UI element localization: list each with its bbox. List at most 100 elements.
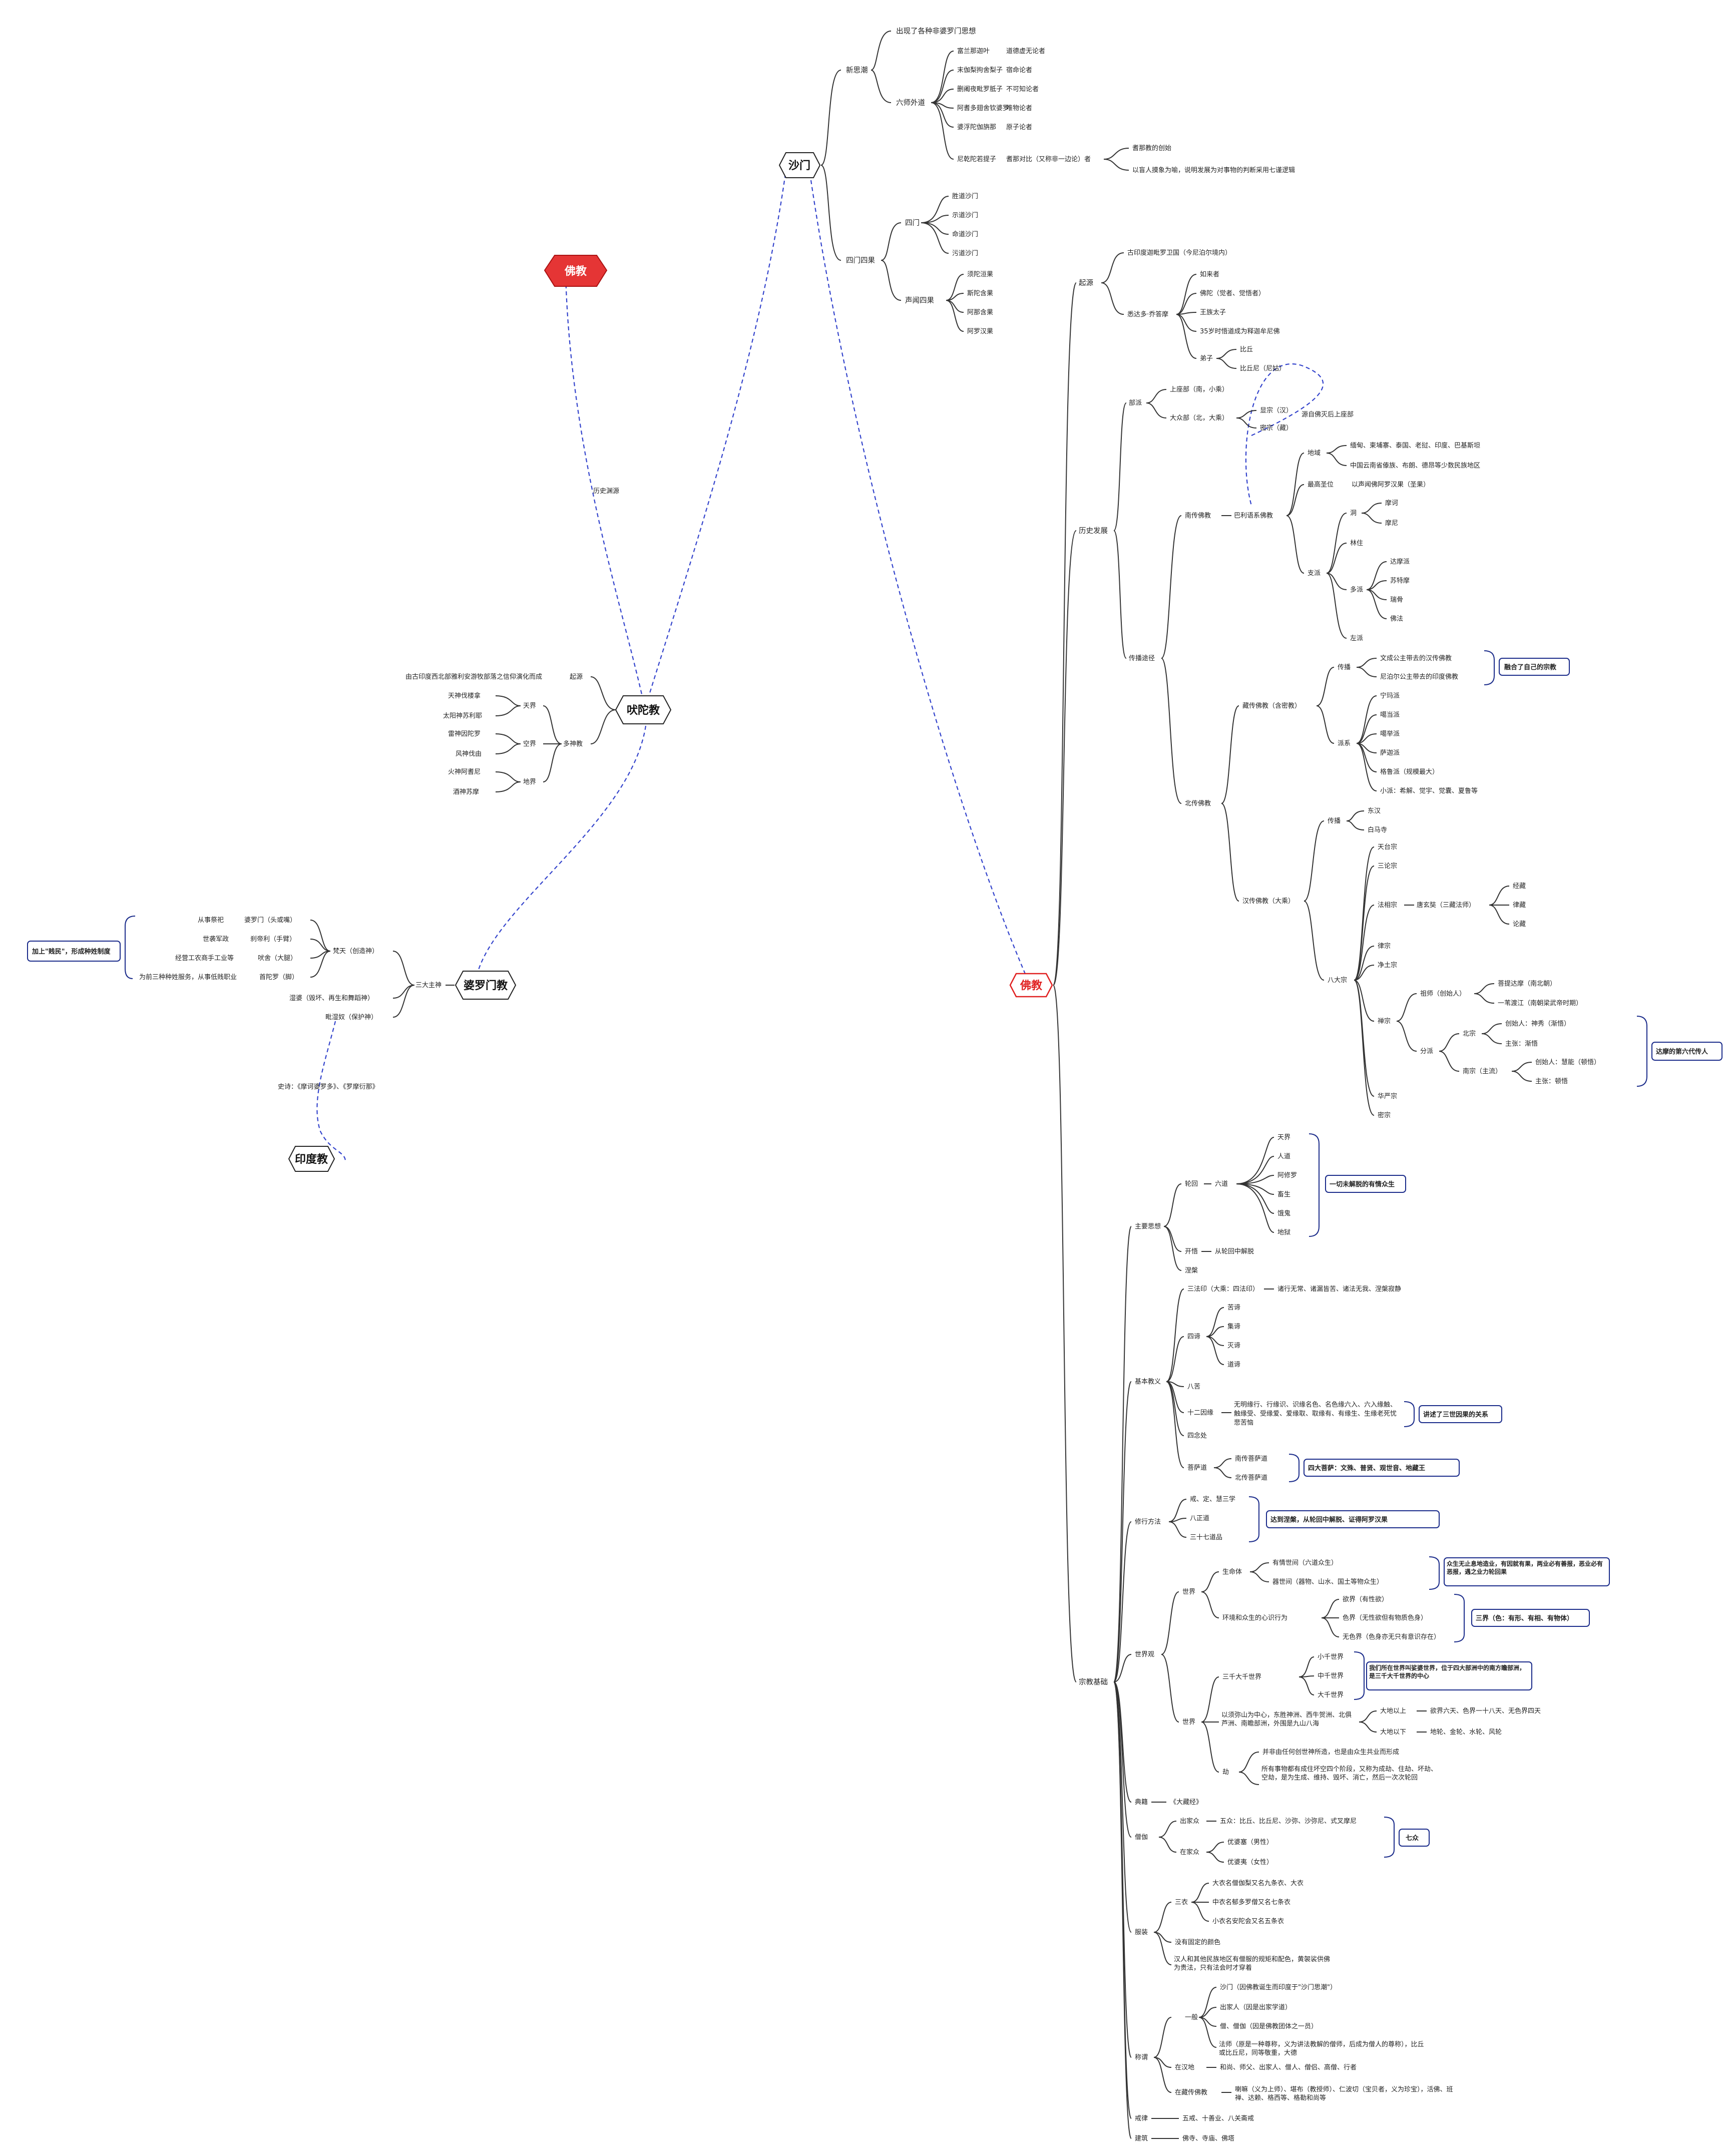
origin-founder: 悉达多·乔答摩: [1127, 310, 1168, 318]
heretic-5: 婆浮陀伽旃那: [957, 123, 996, 131]
three-realm-note: 三界（色：有形、有相、有物体）: [1476, 1614, 1573, 1622]
gate-1: 胜道沙门: [952, 193, 978, 200]
brahman-node[interactable]: 婆罗门教: [455, 971, 517, 1000]
heretic-3-view: 不可知论者: [1006, 85, 1039, 93]
origin-place: 古印度迦毗罗卫国（今尼泊尔境内）: [1127, 249, 1231, 257]
heretic-4: 阿耆多翅舍钦婆罗: [957, 104, 1009, 112]
cosmology: 世界观: [1135, 1651, 1154, 1658]
realm-formless: 无色界（色身亦无只有意识存在）: [1343, 1633, 1440, 1641]
architecture-v: 佛寺、寺庙、佛塔: [1182, 2135, 1234, 2142]
disciple-1: 比丘: [1240, 346, 1253, 353]
three-realms: 环境和众生的心识行为: [1222, 1614, 1287, 1622]
tibet-spread: 传播: [1338, 664, 1351, 671]
veda-origin-label: 起源: [570, 673, 583, 681]
main-thought: 主要思想: [1135, 1222, 1161, 1230]
gate-2: 示道沙门: [952, 212, 978, 219]
tibet-school-5: 格鲁派（规模最大）: [1380, 768, 1439, 776]
lay: 在家众: [1180, 1848, 1199, 1856]
realm-2: 人道: [1277, 1153, 1290, 1160]
buddhism-label: 佛教: [1020, 979, 1043, 992]
southern-chan: 南宗（主流）: [1463, 1067, 1502, 1075]
tibet-a: 文成公主带去的汉传佛教: [1380, 654, 1452, 662]
hindu-node[interactable]: 印度教: [288, 1146, 335, 1172]
eight-schools: 八大宗: [1328, 976, 1347, 984]
region-a: 缅甸、柬埔寨、泰国、老挝、印度、巴基斯坦: [1350, 442, 1480, 450]
shamen-new-thought: 新思潮: [846, 66, 868, 75]
fruit-2: 斯陀含果: [967, 289, 993, 297]
shamen-n1: 出现了各种非婆罗门思想: [896, 27, 976, 36]
eight-sufferings: 八苦: [1187, 1383, 1200, 1391]
chan-founder-1: 菩提达摩（南北朝）: [1498, 980, 1556, 988]
hindu-label: 印度教: [295, 1153, 328, 1166]
thousand-2: 中千世界: [1318, 1672, 1344, 1680]
tibet-b: 尼泊尔公主带去的印度佛教: [1380, 673, 1458, 681]
north: 北传佛教: [1185, 799, 1211, 807]
truth-4: 道谛: [1227, 1361, 1240, 1369]
chan-founder-2: 一苇渡江（南朝梁武帝时期）: [1498, 999, 1582, 1007]
caste-1: 婆罗门（头或嘴）: [244, 917, 296, 924]
history-origin-label: 历史渊源: [593, 488, 619, 495]
three-seals: 三法印（大乘：四法印）: [1187, 1285, 1259, 1293]
mahasanghika: 大众部（北，大乘）: [1170, 414, 1228, 422]
bodhisattva-2: 北传菩萨道: [1235, 1474, 1267, 1482]
nigantha-b: 耆那教的创始: [1132, 144, 1171, 152]
veda-earth: 地界: [523, 778, 536, 786]
kalpa-a: 并非由任何创世神所造，也是由众生共业而形成: [1262, 1748, 1399, 1756]
six-note: 一切未解脱的有情众生: [1330, 1180, 1395, 1188]
titles-tibet: 在藏传佛教: [1175, 2088, 1207, 2096]
caste-2: 刹帝利（手臂）: [250, 935, 296, 943]
trichiliocosm-note-box: [1366, 1661, 1532, 1690]
school-mi: 密宗: [1378, 1111, 1391, 1119]
architecture: 建筑: [1135, 2134, 1148, 2142]
caste-2-role: 世袭军政: [203, 936, 229, 943]
doctrine: 基本教义: [1135, 1378, 1161, 1386]
caste-note-box: [27, 941, 121, 962]
titles-han: 在汉地: [1175, 2064, 1194, 2071]
bodhisattva: 菩萨道: [1187, 1464, 1207, 1472]
heretic-5-view: 原子论者: [1006, 124, 1032, 131]
buddhism-node[interactable]: 佛教: [1009, 973, 1053, 998]
tibet-school-3: 噶举派: [1380, 730, 1400, 738]
root-hub[interactable]: 佛教: [544, 255, 608, 287]
tibet-note: 融合了自己的宗教: [1504, 663, 1557, 671]
tibet-schools: 派系: [1338, 740, 1351, 747]
founder-2: 佛陀（觉者、觉悟者）: [1200, 289, 1265, 297]
schism: 部派: [1129, 399, 1142, 407]
sentient-1: 有情世间（六道众生）: [1272, 1559, 1338, 1567]
shamen-node[interactable]: 沙门: [778, 152, 821, 178]
six-note-box: [1325, 1175, 1406, 1193]
tibet-school-2: 噶当派: [1380, 711, 1400, 719]
brahma: 梵天（创造神）: [333, 948, 378, 955]
bodhisattva-note: 四大菩萨：文殊、普贤、观世音、地藏王: [1308, 1464, 1425, 1472]
truth-1: 苦谛: [1227, 1304, 1240, 1312]
fruit-4: 阿罗汉果: [967, 328, 993, 335]
spread: 传播途径: [1129, 654, 1155, 662]
realm-desire: 欲界（有性欲）: [1343, 1595, 1388, 1603]
many-4: 佛法: [1390, 615, 1403, 623]
sangha-note: 七众: [1406, 1834, 1419, 1842]
titles-han-v: 和尚、师父、出家人、僧人、僧侣、高僧、行者: [1220, 2063, 1357, 2071]
robes: 服装: [1135, 1929, 1148, 1936]
samsara: 轮回: [1185, 1180, 1198, 1188]
bodhisattva-note-box: [1304, 1459, 1460, 1477]
han: 汉传佛教（大乘）: [1242, 897, 1294, 905]
tibet-school-6: 小派：希解、觉宇、觉囊、夏鲁等: [1380, 787, 1478, 795]
realms: 世界: [1182, 1588, 1195, 1596]
realm-3: 阿修罗: [1277, 1172, 1297, 1179]
meru-b-v: 地轮、金轮、水轮、风轮: [1430, 1728, 1502, 1736]
heretic-6-view: 耆那对比（又称非一边论）者: [1006, 156, 1091, 163]
veda-poly: 多神教: [563, 740, 583, 748]
title-1: 沙门（因佛教诞生而印度于"沙门思潮"）: [1220, 1983, 1337, 1991]
founder-4: 35岁时悟道成为释迦牟尼佛: [1200, 328, 1280, 335]
precepts: 戒律: [1135, 2115, 1148, 2122]
veda-node[interactable]: 吠陀教: [615, 695, 672, 724]
liberation: 开悟: [1185, 1248, 1198, 1255]
monastic: 出家众: [1180, 1817, 1199, 1825]
caste-4-role: 为前三种种姓服务，从事低贱职业: [139, 973, 237, 981]
lay-2: 优婆夷（女性）: [1227, 1858, 1273, 1866]
faxiang-master: 唐玄奘（三藏法师）: [1417, 901, 1475, 909]
meru: 以须弥山为中心，东胜神洲、西牛贺洲、北俱芦洲、南瞻部洲，外围是九山八海: [1221, 1711, 1352, 1728]
history-label: 历史发展: [1079, 527, 1108, 535]
disciple-2: 比丘尼（尼姑）: [1240, 365, 1285, 372]
basics-subtree: 主要思想 基本教义 修行方法 世界观 典籍 僧伽 服装 称谓 戒律 建筑 五戒、…: [1113, 1133, 1610, 2142]
